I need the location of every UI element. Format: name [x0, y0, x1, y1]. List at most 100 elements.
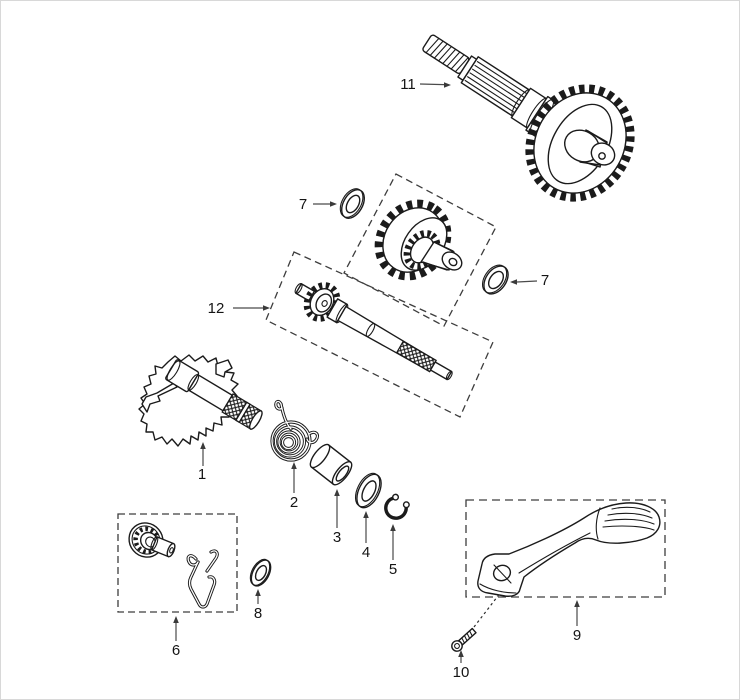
inner-pinion-teeth — [403, 230, 441, 270]
callout-10-label: 10 — [453, 664, 470, 681]
callout-1: 1 — [198, 442, 206, 483]
callout-4-label: 4 — [362, 544, 370, 561]
callout-12-label: 12 — [208, 300, 225, 317]
callout-5: 5 — [389, 524, 397, 578]
thread-lines — [425, 37, 469, 73]
pivot-bolt — [451, 627, 477, 652]
group-12-gear-box — [343, 173, 497, 327]
top-tab — [215, 359, 233, 378]
output-shaft-assembly — [422, 34, 635, 202]
callout-11-leader — [419, 83, 445, 86]
ratchet-starter-gear — [128, 522, 176, 558]
idler-gear — [374, 199, 463, 281]
bolt-socket — [454, 643, 460, 649]
pedal-joint-line — [595, 507, 601, 540]
kickstarter-spindle — [138, 354, 263, 447]
callout-2-label: 2 — [290, 494, 298, 511]
circlip-ear-1 — [392, 493, 400, 501]
hub-stub-outline — [579, 130, 608, 166]
callout-1-label: 1 — [198, 466, 206, 483]
bolt-head — [451, 640, 463, 652]
callout-9-arrowhead — [574, 600, 580, 607]
bushing-bore — [335, 465, 350, 482]
lever-outline — [477, 502, 661, 597]
washer-8 — [249, 558, 272, 587]
callout-6: 6 — [172, 616, 180, 659]
callout-9: 9 — [573, 600, 581, 644]
hub-center-hole — [448, 257, 458, 267]
pinion-shaft — [294, 282, 453, 381]
callout-10-arrowhead — [458, 650, 464, 657]
callout-4: 4 — [362, 511, 370, 561]
washer-hole — [487, 270, 505, 290]
return-spring — [270, 399, 320, 462]
callout-7a-label: 7 — [299, 196, 307, 213]
shaft-end-cap — [248, 410, 263, 430]
spring-coil-highlight — [271, 400, 319, 461]
shaft-knurl — [395, 340, 437, 373]
callout-4-arrowhead — [363, 511, 369, 518]
pedal-grip-lines — [602, 506, 655, 531]
lever-inner-contour — [518, 532, 591, 574]
hub-end-face — [590, 142, 616, 166]
callout-8: 8 — [254, 589, 262, 622]
hub-stub-outline — [422, 241, 454, 271]
group-9-box — [465, 499, 666, 598]
callout-11: 11 — [400, 76, 451, 93]
callout-3-label: 3 — [333, 529, 341, 546]
callout-1-arrowhead — [200, 442, 206, 449]
callout-7b-arrowhead — [510, 279, 517, 285]
pinion-bore — [321, 300, 328, 307]
callout-7a-arrowhead — [330, 201, 337, 207]
callout-10: 10 — [453, 650, 470, 681]
callout-11-label: 11 — [400, 76, 416, 93]
callout-8-label: 8 — [254, 605, 262, 622]
gear-teeth-ring — [525, 84, 635, 202]
kick-starter-lever — [477, 502, 661, 597]
bushing-left-face — [309, 443, 331, 469]
callout-6-label: 6 — [172, 642, 180, 659]
ratchet-spring-clip — [186, 549, 219, 609]
callout-2: 2 — [290, 462, 298, 511]
circlip-ear-2 — [402, 501, 410, 509]
bolt-threads — [461, 630, 473, 644]
hub-end-face — [441, 251, 463, 271]
large-gear — [525, 84, 635, 202]
callout-9-label: 9 — [573, 627, 581, 644]
washer-4 — [354, 472, 382, 509]
washer-7-right — [481, 264, 509, 295]
callout-6-arrowhead — [173, 616, 179, 623]
callout-7b-leader — [516, 280, 538, 283]
callout-5-arrowhead — [390, 524, 396, 531]
callout-2-arrowhead — [291, 462, 297, 469]
group-12-shaft-box — [265, 251, 494, 418]
washer-hole — [345, 194, 361, 214]
group-6-box — [117, 513, 238, 613]
callout-7-right: 7 — [510, 272, 549, 289]
bolt-assembly-dotted-line — [473, 591, 502, 628]
ratchet-stub — [150, 536, 176, 558]
callout-7b-label: 7 — [541, 272, 549, 289]
hub-center-hole — [598, 152, 606, 160]
callout-12-arrowhead — [263, 305, 270, 311]
ratchet-stub-hole — [169, 547, 174, 554]
circlip-gap — [394, 490, 411, 507]
pinion-face — [315, 293, 333, 313]
spindle-shaft — [165, 359, 263, 430]
washer-7-left — [339, 188, 366, 219]
washer-hole — [254, 564, 268, 582]
callout-3: 3 — [333, 489, 341, 546]
callout-8-arrowhead — [255, 589, 261, 596]
stopper-arm — [141, 382, 178, 413]
callout-5-label: 5 — [389, 561, 397, 578]
callout-12: 12 — [208, 300, 270, 317]
callout-7-left: 7 — [299, 196, 337, 213]
washer-hole — [361, 480, 377, 502]
boss-slit-lines — [479, 564, 517, 594]
callout-11-arrowhead — [444, 82, 451, 88]
ratchet-stub-face — [166, 542, 176, 558]
shaft-tip — [429, 361, 453, 381]
circlip — [384, 490, 411, 520]
callout-3-arrowhead — [334, 489, 340, 496]
